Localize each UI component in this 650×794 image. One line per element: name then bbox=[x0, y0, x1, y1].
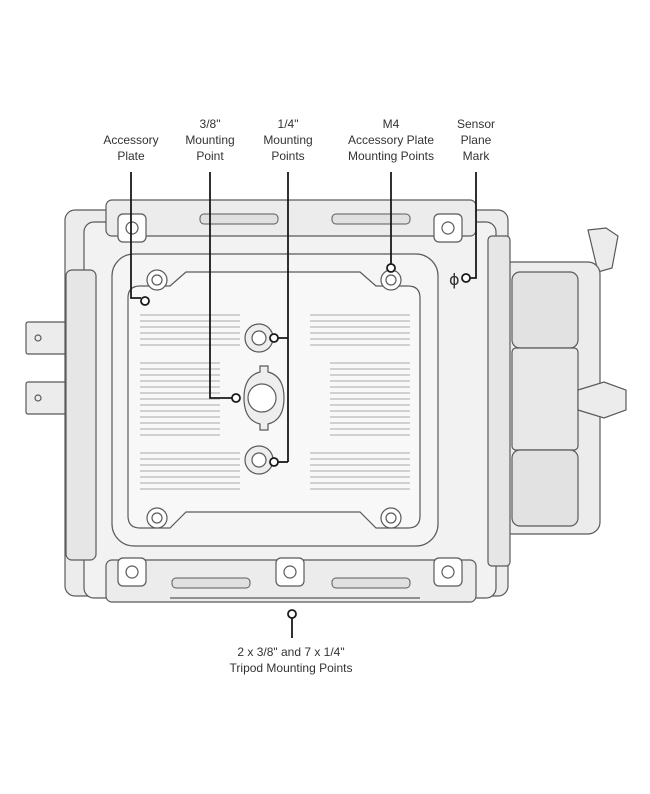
label-1-4-mounting-points: 1/4" Mounting Points bbox=[263, 117, 313, 163]
plate-corner-screws bbox=[146, 269, 402, 529]
label-sensor-plane-mark: Sensor Plane Mark bbox=[456, 117, 496, 163]
grip-ridges bbox=[171, 213, 411, 589]
callout-leaders bbox=[130, 172, 477, 638]
label-accessory-plate: Accessory Plate bbox=[103, 133, 159, 163]
label-3-8-mounting-point: 3/8" Mounting Point bbox=[185, 117, 235, 163]
rim-screws bbox=[117, 213, 463, 587]
connector-ports bbox=[25, 321, 67, 415]
label-m4-accessory-plate-mounting-points: M4 Accessory Plate Mounting Points bbox=[347, 117, 435, 163]
leader-sensor bbox=[469, 172, 477, 279]
plate-vents bbox=[140, 310, 410, 490]
mounting-points bbox=[243, 323, 285, 475]
leader-3-8-mount bbox=[209, 172, 232, 399]
sensor-plane-symbol: ϕ bbox=[449, 270, 460, 289]
lens-mount bbox=[499, 227, 627, 535]
callout-end-dots bbox=[140, 263, 471, 619]
leader-accessory-plate bbox=[130, 172, 141, 299]
label-tripod-mounting-points: 2 x 3/8" and 7 x 1/4" Tripod Mounting Po… bbox=[229, 645, 353, 675]
